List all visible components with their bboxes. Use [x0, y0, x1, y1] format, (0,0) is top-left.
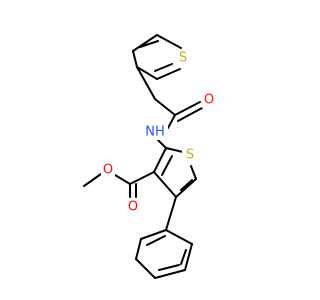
bond: [180, 179, 193, 191]
bond: [114, 174, 131, 185]
oxygen-atom-label: O: [103, 163, 113, 178]
phenyl-ring: [135, 196, 193, 279]
bond: [153, 147, 167, 173]
sulfur-atom-label: S: [179, 51, 187, 66]
methyl-ester-group: [83, 171, 155, 198]
oxygen-atom-label: O: [128, 200, 138, 215]
bond: [184, 243, 193, 271]
bond: [129, 171, 155, 185]
bond: [154, 98, 176, 116]
acetamide-linker: [136, 66, 203, 149]
bond: [136, 66, 158, 80]
atom-label-sulfur-top: S: [175, 50, 191, 66]
bond: [140, 229, 167, 240]
bond: [165, 229, 193, 245]
bond: [132, 34, 158, 52]
bond: [165, 196, 177, 231]
bond: [132, 50, 138, 68]
bond: [153, 171, 177, 198]
bond: [177, 107, 203, 122]
bond: [154, 63, 173, 72]
bond: [146, 235, 166, 246]
atom-label-oxygen-amide: O: [202, 92, 216, 108]
bond: [156, 34, 182, 49]
bond: [158, 264, 180, 271]
bond: [135, 258, 156, 279]
bond: [165, 147, 184, 153]
atom-label-oxygen-methoxy: O: [101, 162, 115, 178]
bond: [154, 269, 186, 279]
bond: [180, 249, 187, 265]
bond: [136, 66, 156, 100]
molecule-structure: S O NH S O O: [83, 34, 216, 279]
bond: [135, 238, 142, 260]
bond: [156, 68, 181, 80]
atom-label-nitrogen: NH: [142, 124, 168, 140]
bond: [161, 155, 173, 176]
bond: [174, 101, 201, 116]
nitrogen-atom-label: NH: [145, 125, 165, 140]
atom-label-oxygen-carbonyl: O: [126, 199, 140, 215]
bond: [175, 178, 197, 198]
bond: [83, 173, 102, 187]
oxygen-atom-label: O: [204, 93, 214, 108]
thiophene-ring-top: [132, 34, 182, 80]
sulfur-atom-label: S: [186, 148, 194, 163]
thiophene-ring-main: [153, 147, 197, 198]
bond: [167, 114, 176, 129]
atom-label-sulfur-ring: S: [182, 147, 198, 163]
bond: [139, 40, 159, 48]
bond: [190, 165, 197, 180]
